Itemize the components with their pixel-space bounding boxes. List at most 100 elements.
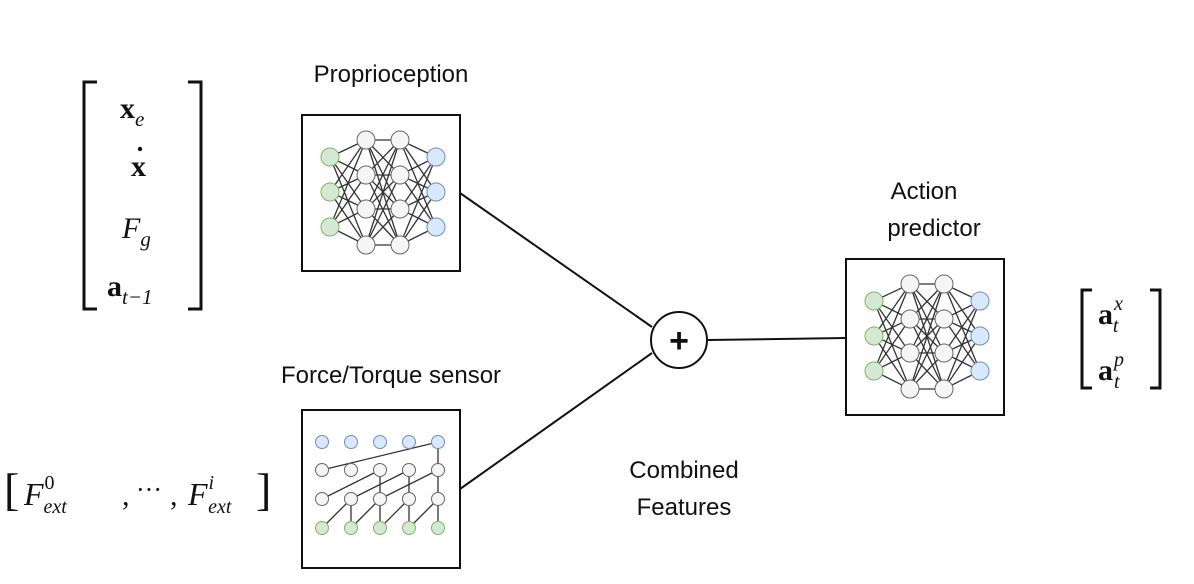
output-node [970,326,990,346]
input-node [864,326,884,346]
vec-f-g: Fg [121,212,151,251]
plus-icon: + [669,322,689,360]
force-comma-2: , [170,479,178,512]
input-node [344,521,358,535]
hidden-node [402,463,416,477]
vec-x-dot: x [131,150,146,183]
network-edge [399,156,437,246]
action-predictor-label-line2: predictor [887,215,980,242]
tcn-edge [321,469,381,500]
network-edge [909,318,945,390]
output-node [426,182,446,202]
network-edge [365,139,401,246]
vec-a-prev: at−1 [107,270,153,309]
network-edge [329,174,367,228]
proprio-state-vector: xe x Fg at−1 [82,80,203,311]
network-edge [329,139,367,228]
input-node [320,217,340,237]
force-torque-network [315,435,445,535]
force-dots: ··· [136,475,162,504]
proprio-to-sum-connector [459,192,653,328]
network-edge [943,300,981,354]
input-node [864,361,884,381]
feature-sum-node [650,311,708,369]
force-torque-network-box [301,409,461,569]
network-edge [909,283,945,390]
tcn-edge [321,441,439,471]
input-node [864,291,884,311]
proprio-bracket-right [188,80,203,311]
proprioception-network [320,130,446,255]
network-edge [909,283,945,354]
input-node [320,147,340,167]
hidden-node [356,130,376,150]
output-node [970,291,990,311]
hidden-node [344,492,358,506]
output-node [315,435,329,449]
network-edge [873,318,911,372]
input-node [315,521,329,535]
action-bracket-right [1150,288,1162,390]
proprioception-label: Proprioception [314,61,469,88]
hidden-node [934,309,954,329]
output-node [373,435,387,449]
action-predictor-network [864,274,990,399]
network-edge [329,139,367,193]
network-edge [873,283,911,337]
force-to-sum-connector [459,352,653,490]
input-node [373,521,387,535]
force-torque-label: Force/Torque sensor [281,362,501,389]
vec-x-e: xe [120,92,144,131]
hidden-node [356,199,376,219]
network-edge [943,300,981,390]
hidden-node [900,274,920,294]
output-node [426,147,446,167]
action-predictor-label-line1: Action [891,178,958,205]
tcn-edge [379,469,439,500]
hidden-node [356,235,376,255]
network-edge [399,191,437,246]
output-node [431,435,445,449]
hidden-node [900,309,920,329]
output-node [970,361,990,381]
input-node [402,521,416,535]
hidden-node [390,199,410,219]
force-comma-1: , [122,479,130,512]
hidden-node [356,165,376,185]
hidden-node [315,463,329,477]
hidden-node [431,463,445,477]
proprio-bracket-left [82,80,97,311]
combined-features-label-line2: Features [637,494,732,521]
hidden-node [390,165,410,185]
input-node [320,182,340,202]
hidden-node [373,463,387,477]
hidden-node [900,379,920,399]
hidden-node [934,274,954,294]
hidden-node [934,379,954,399]
output-node [426,217,446,237]
network-edge [365,174,401,246]
sum-to-action-connector [707,337,847,341]
hidden-node [315,492,329,506]
action-bracket-left [1080,288,1092,390]
force-bracket-left: [ [4,464,19,515]
hidden-node [934,343,954,363]
input-node [431,521,445,535]
network-edge [399,156,437,210]
network-edge [943,335,981,390]
output-node [402,435,416,449]
hidden-node [344,463,358,477]
hidden-node [373,492,387,506]
force-bracket-right: ] [256,464,271,515]
x-dot-accent [137,146,143,152]
tcn-edge [350,469,410,500]
hidden-node [390,235,410,255]
hidden-node [402,492,416,506]
